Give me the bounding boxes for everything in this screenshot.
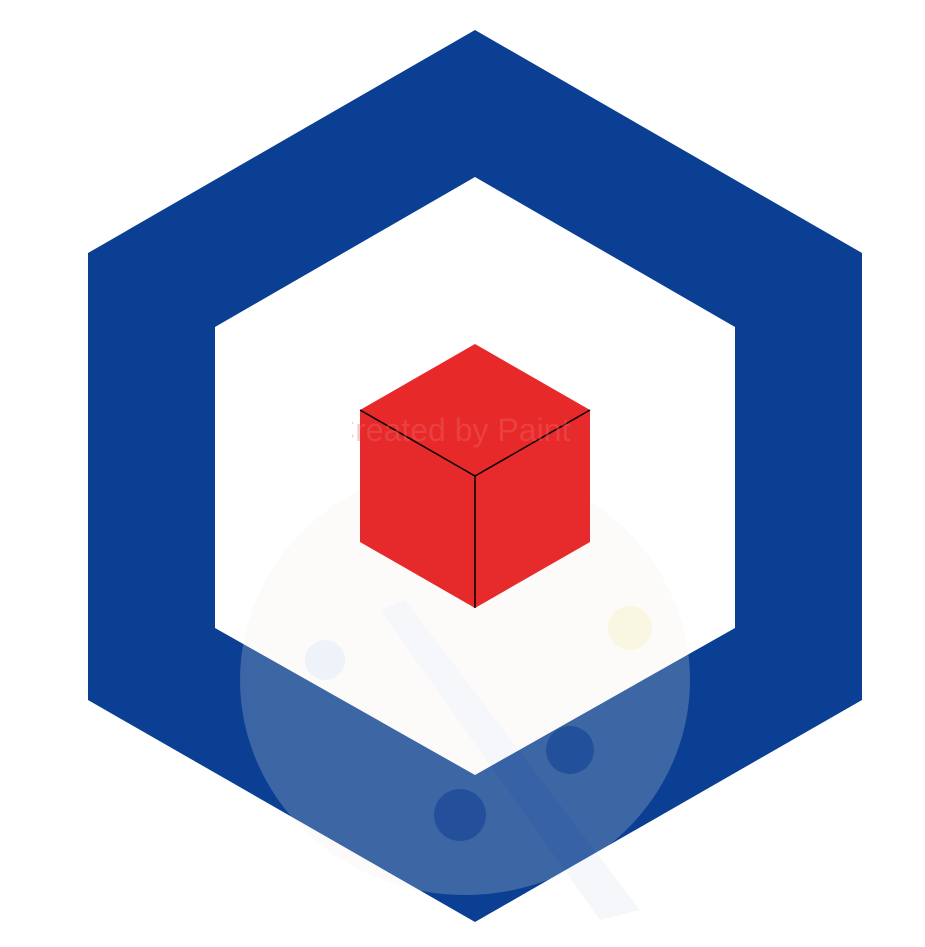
paint-palette-watermark-icon bbox=[240, 465, 690, 920]
cube-icon bbox=[359, 344, 591, 608]
